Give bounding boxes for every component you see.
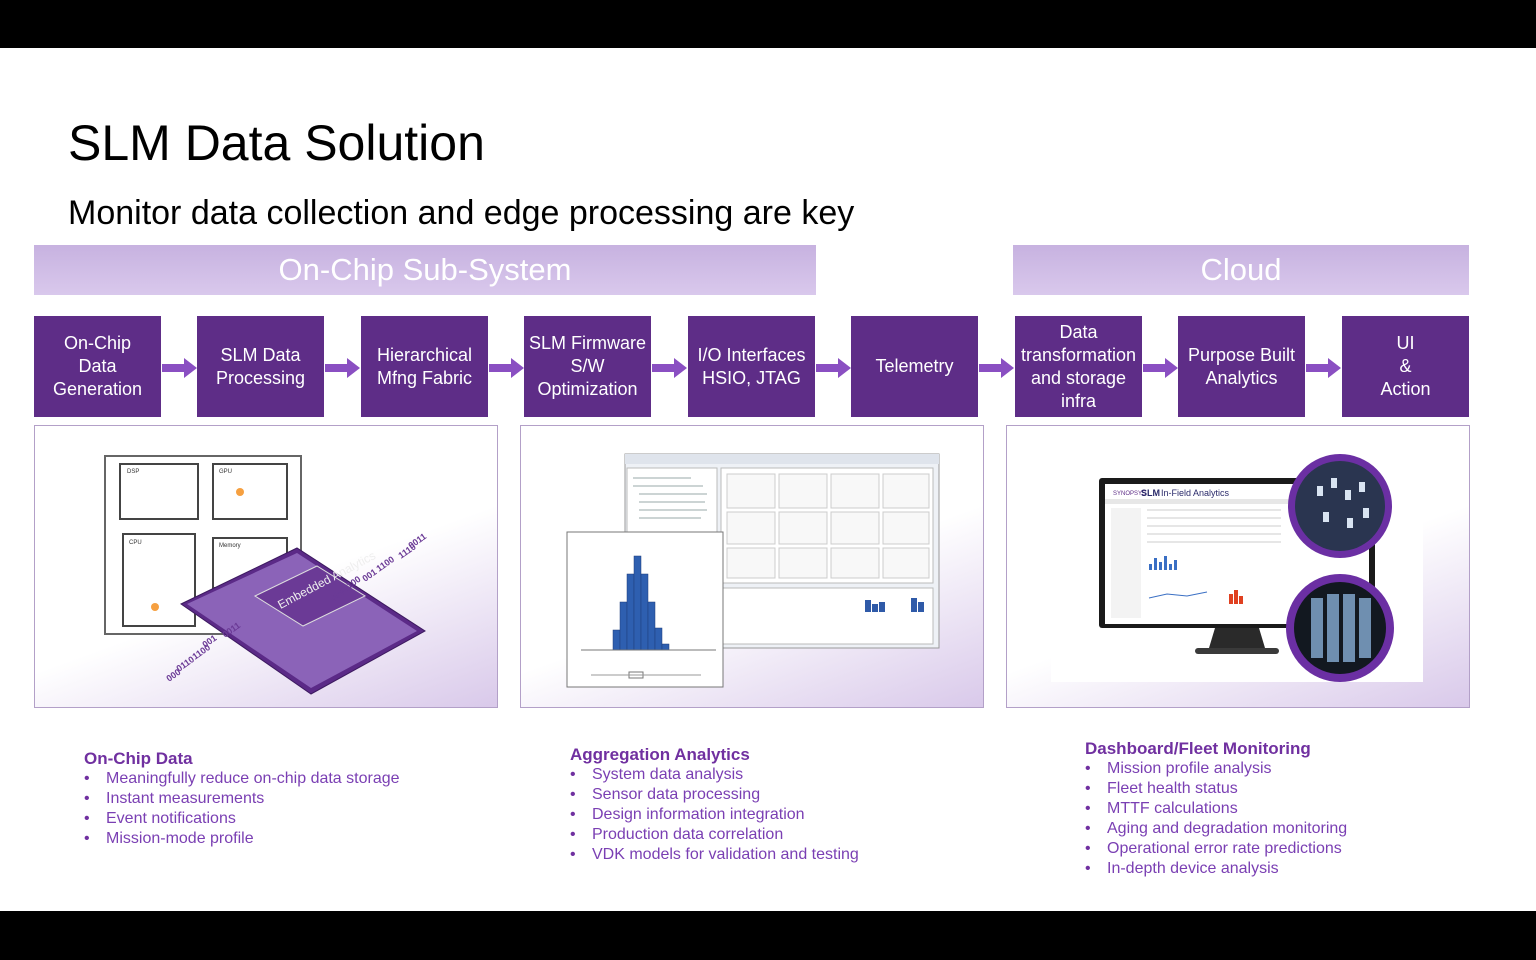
flow-step-label: On-Chip Data Generation xyxy=(52,333,143,399)
flow-step-label: SLM Data Processing xyxy=(215,344,306,388)
flow-arrow-icon xyxy=(162,358,197,378)
list-item: Production data correlation xyxy=(570,825,859,845)
section-aggregation-analytics: Aggregation Analytics System data analys… xyxy=(570,745,859,865)
section-heading: Aggregation Analytics xyxy=(570,745,750,764)
flow-arrow-icon xyxy=(652,358,687,378)
list-item: Event notifications xyxy=(84,809,400,829)
list-item: In-depth device analysis xyxy=(1085,859,1347,879)
flow-step-label: I/O Interfaces HSIO, JTAG xyxy=(697,344,806,388)
section-heading: On-Chip Data xyxy=(84,749,193,768)
list-item: Meaningfully reduce on-chip data storage xyxy=(84,769,400,789)
flow-step-label: Telemetry xyxy=(875,356,954,376)
section-heading: Dashboard/Fleet Monitoring xyxy=(1085,739,1311,758)
slide-title: SLM Data Solution xyxy=(68,115,485,171)
flow-arrow-icon xyxy=(489,358,524,378)
bit-label: 1100 xyxy=(374,554,396,573)
slide-subtitle: Monitor data collection and edge process… xyxy=(68,194,855,232)
flow-arrow-icon xyxy=(1143,358,1178,378)
list-item: VDK models for validation and testing xyxy=(570,845,859,865)
flow-step-data-transformation: Data transformation and storage infra xyxy=(1015,316,1142,417)
flow-step-hierarchical-mfng-fabric: Hierarchical Mfng Fabric xyxy=(361,316,488,417)
analytics-screenshot xyxy=(566,453,940,688)
block-label-memory: Memory xyxy=(219,543,241,549)
dashboard-app-name: In-Field Analytics xyxy=(1161,488,1230,498)
slide: SLM Data Solution Monitor data collectio… xyxy=(0,48,1536,911)
list-item: Operational error rate predictions xyxy=(1085,839,1347,859)
block-label-dsp: DSP xyxy=(127,469,139,475)
block-label-gpu: GPU xyxy=(219,469,232,475)
bit-label: 001 xyxy=(360,567,378,584)
flow-step-label: Data transformation and storage infra xyxy=(1020,321,1137,411)
flow-step-ui-action: UI & Action xyxy=(1342,316,1469,417)
list-item: MTTF calculations xyxy=(1085,799,1347,819)
flow-arrow-icon xyxy=(1306,358,1341,378)
list-item: Mission-mode profile xyxy=(84,829,400,849)
flow-step-label: Purpose Built Analytics xyxy=(1187,344,1296,388)
band-onchip-subsystem: On-Chip Sub-System xyxy=(34,245,816,295)
list-item: Mission profile analysis xyxy=(1085,759,1347,779)
chip-illustration: DSP GPU CPU Memory Embedded Analytics 00… xyxy=(104,455,428,695)
list-item: Fleet health status xyxy=(1085,779,1347,799)
band-cloud: Cloud xyxy=(1013,245,1469,295)
list-item: Design information integration xyxy=(570,805,859,825)
flow-step-label: UI & Action xyxy=(1380,333,1431,399)
svg-text:SYNOPSYS: SYNOPSYS xyxy=(1113,491,1146,497)
flow-step-label: SLM Firmware S/W Optimization xyxy=(528,333,646,399)
dashboard-brand: SLM xyxy=(1141,488,1160,498)
flow-arrow-icon xyxy=(979,358,1014,378)
flow-step-purpose-built-analytics: Purpose Built Analytics xyxy=(1178,316,1305,417)
list-item: Aging and degradation monitoring xyxy=(1085,819,1347,839)
list-item: Sensor data processing xyxy=(570,785,859,805)
flow-step-io-interfaces: I/O Interfaces HSIO, JTAG xyxy=(688,316,815,417)
dashboard-monitor-illustration: SYNOPSYS SLM In-Field Analytics xyxy=(1099,454,1394,682)
list-item: Instant measurements xyxy=(84,789,400,809)
flow-step-slm-data-processing: SLM Data Processing xyxy=(197,316,324,417)
section-onchip-data: On-Chip Data Meaningfully reduce on-chip… xyxy=(84,749,400,849)
section-dashboard-fleet-monitoring: Dashboard/Fleet Monitoring Mission profi… xyxy=(1085,739,1347,879)
flow-arrow-icon xyxy=(325,358,360,378)
flow-step-onchip-data-generation: On-Chip Data Generation xyxy=(34,316,161,417)
block-label-cpu: CPU xyxy=(129,540,142,546)
panel-aggregation-screenshots xyxy=(520,425,984,708)
list-item: System data analysis xyxy=(570,765,859,785)
flow-step-label: Hierarchical Mfng Fabric xyxy=(376,344,473,388)
panel-dashboard-monitor: SYNOPSYS SLM In-Field Analytics xyxy=(1006,425,1470,708)
flow-arrow-icon xyxy=(816,358,851,378)
panel-onchip-illustration: DSP GPU CPU Memory Embedded Analytics 00… xyxy=(34,425,498,708)
flow-step-slm-firmware: SLM Firmware S/W Optimization xyxy=(524,316,651,417)
flow-step-telemetry: Telemetry xyxy=(851,316,978,417)
